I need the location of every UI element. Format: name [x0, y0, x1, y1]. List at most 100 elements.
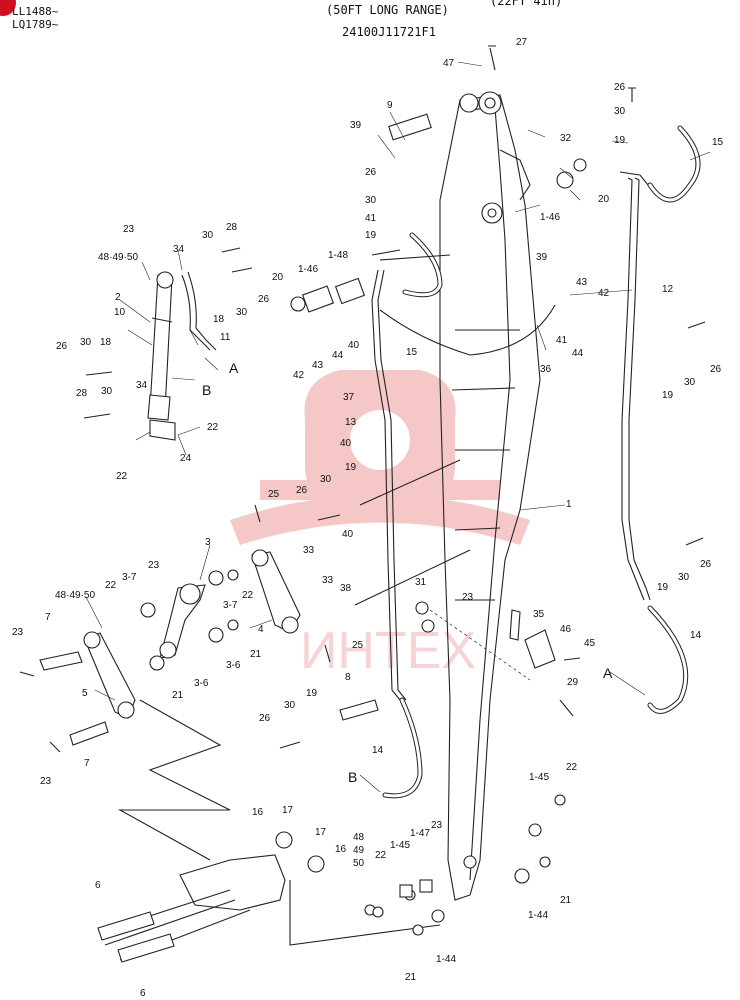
callout-3-6b: 3-6 [226, 660, 241, 671]
callout-22e: 22 [566, 762, 578, 773]
callout-30j: 30 [284, 700, 296, 711]
callout-15a: 15 [712, 137, 724, 148]
callout-43a: 43 [576, 277, 588, 288]
callout-17a: 17 [282, 805, 294, 816]
callout-36: 36 [540, 364, 552, 375]
callout-3-7b: 3-7 [122, 572, 137, 583]
boom-assembly [439, 91, 541, 901]
callout-21a: 21 [250, 649, 262, 660]
callout-26g: 26 [700, 559, 712, 570]
callout-26b: 26 [365, 167, 377, 178]
callout-30i: 30 [678, 572, 690, 583]
serial-range-2: LQ1789~ [12, 18, 59, 31]
callout-7b: 7 [84, 758, 90, 769]
callout-22b: 22 [116, 471, 128, 482]
callout-30c: 30 [684, 377, 696, 388]
callout-48-49-50b: 48·49·50 [55, 590, 95, 601]
callout-23b: 23 [148, 560, 160, 571]
callout-3: 3 [205, 537, 211, 548]
callout-4: 4 [258, 624, 264, 635]
callout-19a: 19 [614, 135, 626, 146]
callout-26h: 26 [259, 713, 271, 724]
watermark-logo [230, 370, 530, 545]
callout-28a: 28 [226, 222, 238, 233]
callout-22d: 22 [242, 590, 254, 601]
title-cut: (22FT 4in) [490, 0, 563, 8]
callout-20b: 20 [272, 272, 284, 283]
callout-25b: 25 [352, 640, 364, 651]
callout-44a: 44 [572, 348, 584, 359]
callout-13: 13 [345, 417, 357, 428]
callout-27: 27 [516, 37, 528, 48]
callout-30b: 30 [365, 195, 377, 206]
callout-30a: 30 [614, 106, 626, 117]
callout-19b: 19 [365, 230, 377, 241]
bolts [19, 45, 706, 753]
callout-23c: 23 [462, 592, 474, 603]
callout-19d: 19 [345, 462, 357, 473]
callout-45: 45 [584, 638, 596, 649]
callout-30f: 30 [236, 307, 248, 318]
callout-50: 50 [353, 858, 365, 869]
callout-7a: 7 [45, 612, 51, 623]
callout-23e: 23 [40, 776, 52, 787]
callout-1-44a: 1-44 [528, 910, 548, 921]
callout-30e: 30 [202, 230, 214, 241]
callout-3-7c: 3-7 [223, 600, 238, 611]
callout-49: 49 [353, 845, 365, 856]
callout-40b: 40 [340, 438, 352, 449]
callout-1-46a: 1-46 [540, 212, 560, 223]
ref-A-left: A [229, 360, 239, 376]
callout-48: 48 [353, 832, 365, 843]
callout-23d: 23 [12, 627, 24, 638]
callout-41a: 41 [365, 213, 377, 224]
callout-29: 29 [567, 677, 579, 688]
callout-6b: 6 [140, 988, 146, 999]
callout-30h: 30 [101, 386, 113, 397]
callout-26f: 26 [56, 341, 68, 352]
serial-range-1: LL1488~ [12, 5, 59, 18]
callout-40c: 40 [342, 529, 354, 540]
callout-41b: 41 [556, 335, 568, 346]
title-range: (50FT LONG RANGE) [326, 3, 449, 17]
callout-22c: 22 [105, 580, 117, 591]
callout-23f: 23 [431, 820, 443, 831]
callout-21b: 21 [172, 690, 184, 701]
callout-14a: 14 [690, 630, 702, 641]
callout-30g: 30 [80, 337, 92, 348]
callout-32: 32 [560, 133, 572, 144]
callout-16b: 16 [335, 844, 347, 855]
callout-10: 10 [114, 307, 126, 318]
callout-42a: 42 [598, 288, 610, 299]
callout-38: 38 [340, 583, 352, 594]
callout-9: 9 [387, 100, 393, 111]
callout-47: 47 [443, 58, 455, 69]
cylinder-2 [147, 271, 217, 441]
diagram-title: (50FT LONG RANGE) [326, 3, 449, 17]
callout-39a: 39 [350, 120, 362, 131]
callout-23a: 23 [123, 224, 135, 235]
callout-1-45a: 1-45 [529, 772, 549, 783]
callout-21c: 21 [560, 895, 572, 906]
callout-19c: 19 [662, 390, 674, 401]
callout-15b: 15 [406, 347, 418, 358]
callout-18a: 18 [213, 314, 225, 325]
callout-30d: 30 [320, 474, 332, 485]
callout-25a: 25 [268, 489, 280, 500]
callout-5: 5 [82, 688, 88, 699]
callout-19e: 19 [657, 582, 669, 593]
callout-26c: 26 [710, 364, 722, 375]
callout-26e: 26 [258, 294, 270, 305]
callout-6a: 6 [95, 880, 101, 891]
callout-21d: 21 [405, 972, 417, 983]
callout-35: 35 [533, 609, 545, 620]
callout-11: 11 [220, 332, 231, 343]
callout-1-48: 1-48 [328, 250, 348, 261]
callout-8: 8 [345, 672, 351, 683]
callout-1-47: 1-47 [410, 828, 430, 839]
callout-31: 31 [415, 577, 427, 588]
callout-26d: 26 [296, 485, 308, 496]
callout-1: 1 [566, 499, 572, 510]
